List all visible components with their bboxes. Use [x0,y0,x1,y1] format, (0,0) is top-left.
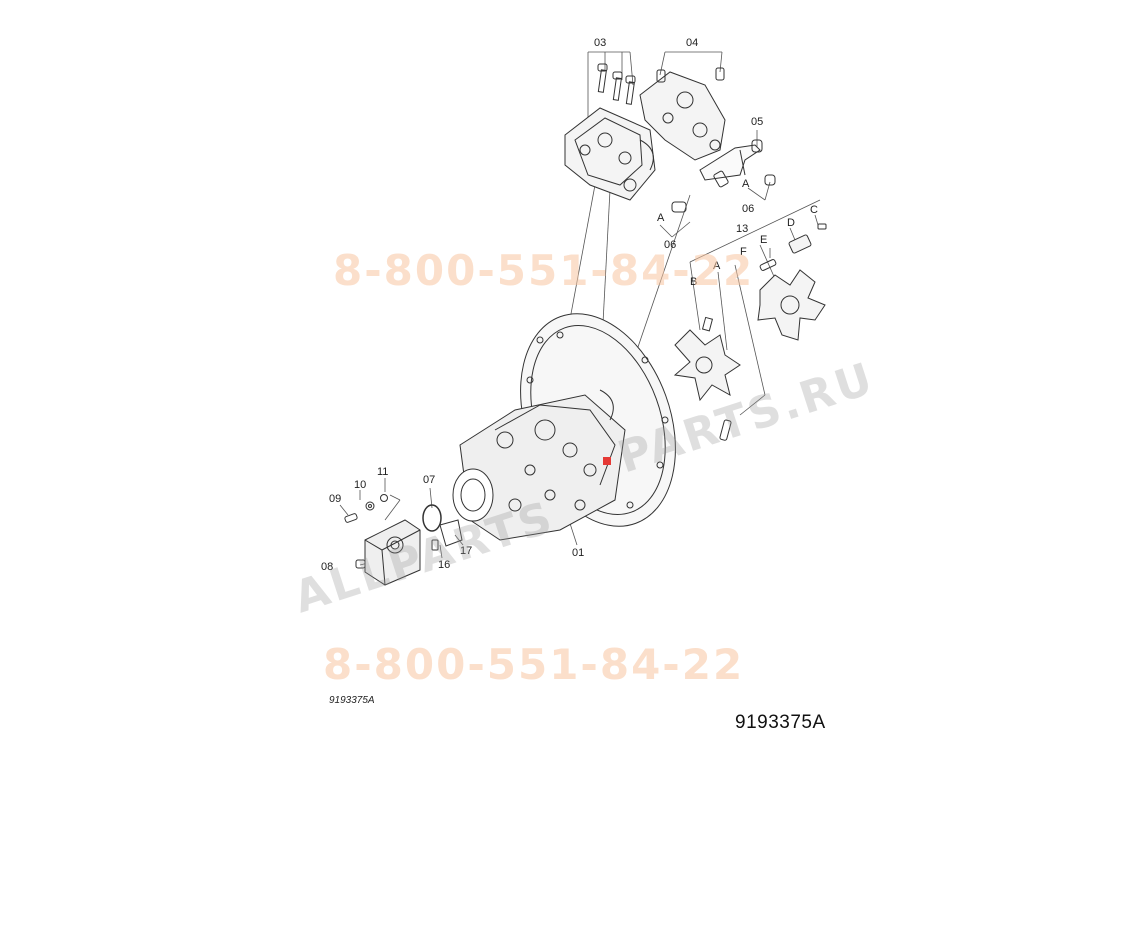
coupling-parts-CDEF [719,223,827,441]
watermark-phone-top: 8-800-551-84-22 [333,246,755,295]
watermark-phone-bottom: 8-800-551-84-22 [323,640,745,689]
callout-B: B [690,276,697,288]
drawing-code-large: 9193375A [735,712,826,733]
callout-03: 03 [594,37,606,49]
callout-05: 05 [751,116,763,128]
coupling-element-A [757,269,826,341]
main-pump-01 [452,389,626,541]
callout-10: 10 [354,479,366,491]
coupling-hub-B [673,316,741,402]
callout-07: 07 [423,474,435,486]
callout-E: E [760,234,767,246]
callout-D: D [787,217,795,229]
small-parts [344,494,463,551]
callout-01: 01 [572,547,584,559]
control-valve-03 [564,63,656,201]
callout-16: 16 [438,559,450,571]
callout-labels: 01 03 04 05 06 06 07 08 09 10 11 13 16 1… [321,37,818,573]
callout-A-coupling: A [713,260,721,272]
drawing-code-small: 9193375A [329,695,375,706]
callout-06-right: 06 [742,203,754,215]
valve-04 [639,67,726,161]
callout-09: 09 [329,493,341,505]
callout-A-upper: A [742,178,750,190]
callout-C: C [810,204,818,216]
callout-11: 11 [377,466,388,478]
callout-A-left: A [657,212,665,224]
callout-13: 13 [736,223,748,235]
callout-17: 17 [460,545,472,557]
pipe-05 [671,139,776,213]
callout-F: F [740,246,747,258]
callout-04: 04 [686,37,698,49]
gear-pump-08 [355,519,421,586]
callout-08: 08 [321,561,333,573]
callout-06-left: 06 [664,239,676,251]
